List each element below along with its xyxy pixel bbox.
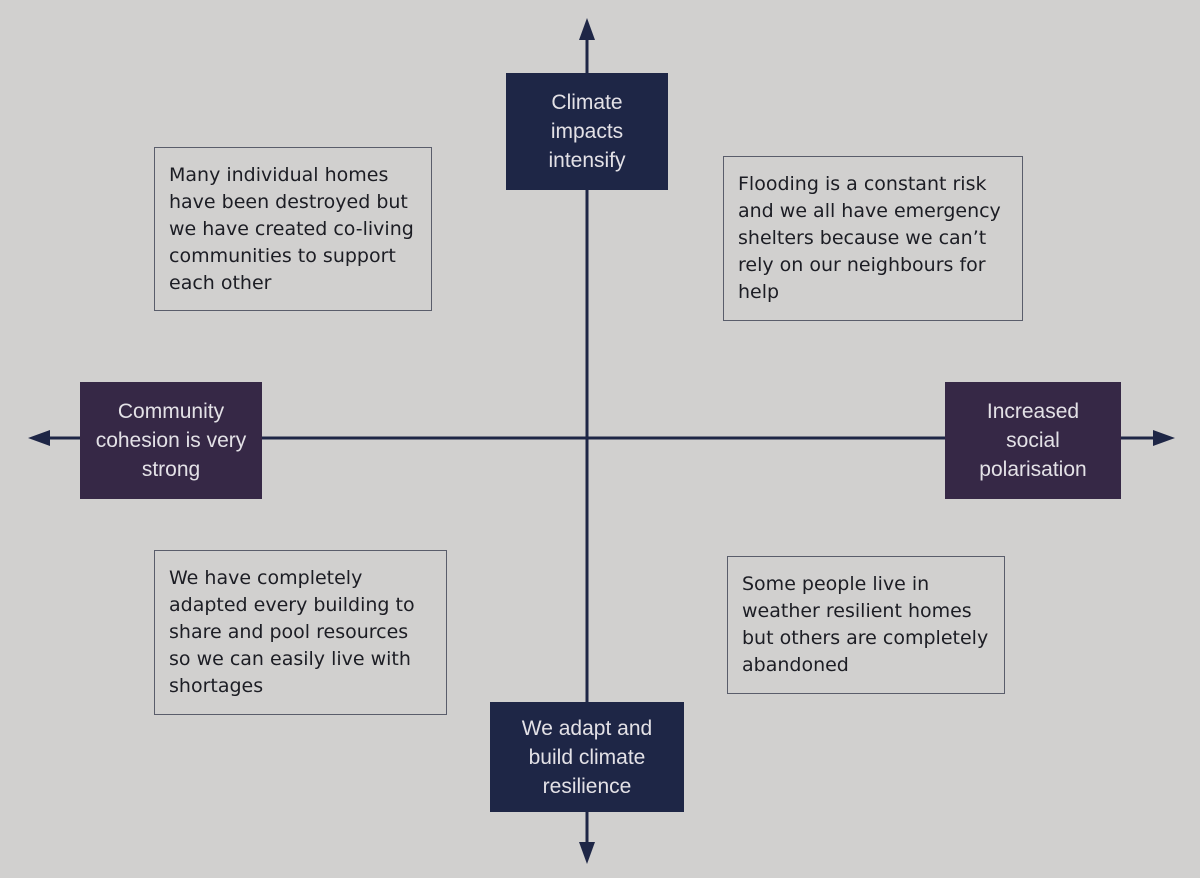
arrow-right-icon: [1153, 430, 1175, 446]
arrow-left-icon: [28, 430, 50, 446]
scenario-top-left: Many individual homes have been destroye…: [154, 147, 432, 311]
axis-label-right: Increased social polarisation: [945, 382, 1121, 499]
scenario-bottom-right: Some people live in weather resilient ho…: [727, 556, 1005, 694]
scenario-bottom-left: We have completely adapted every buildin…: [154, 550, 447, 715]
arrow-up-icon: [579, 18, 595, 40]
arrow-down-icon: [579, 842, 595, 864]
axis-label-top: Climate impacts intensify: [506, 73, 668, 190]
scenario-top-right: Flooding is a constant risk and we all h…: [723, 156, 1023, 321]
axis-label-left: Community cohesion is very strong: [80, 382, 262, 499]
axis-label-bottom: We adapt and build climate resilience: [490, 702, 684, 812]
